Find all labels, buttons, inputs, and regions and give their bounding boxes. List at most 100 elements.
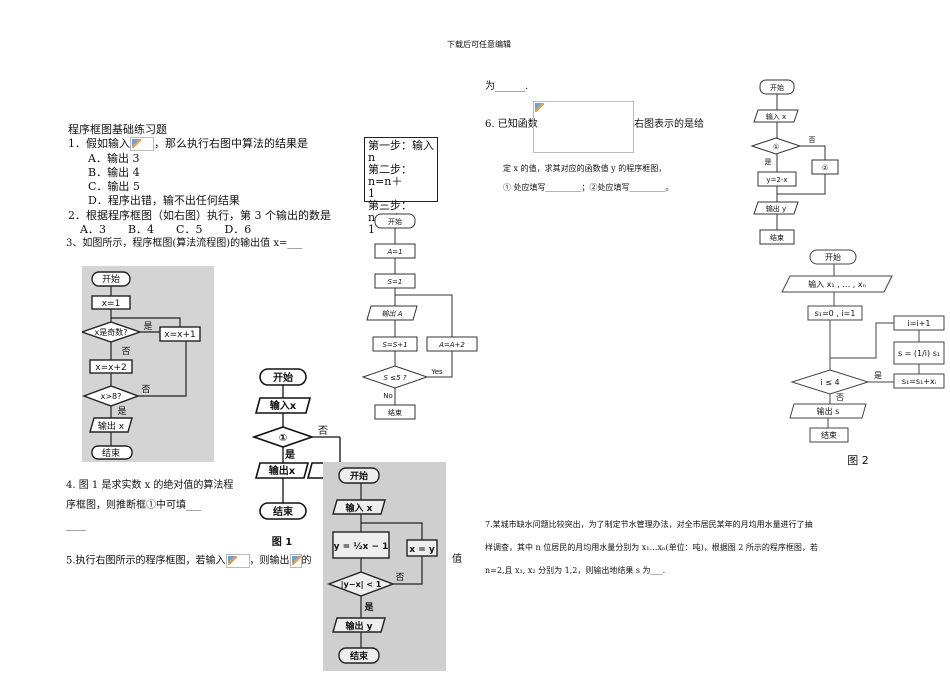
image-placeholder-icon — [289, 554, 302, 568]
q3-incr2-text: x=x+2 — [95, 363, 126, 373]
function-image-box — [533, 101, 634, 153]
image-placeholder-icon — [130, 137, 154, 151]
q5-continuation: 为______. — [485, 81, 529, 92]
fig2-init-box — [807, 305, 863, 321]
q1-option-a: A．输出 3 — [88, 152, 140, 165]
q3-init-text: x=1 — [102, 299, 121, 309]
q6-no-label: 否 — [809, 136, 816, 144]
q6-line3: ① 处应填写_________；②处应填写_________。 — [503, 183, 674, 192]
q6-flowchart: 开始 输入 x ① 否 是 ② y=2-x 输出 y 结束 — [750, 79, 839, 245]
q2-output-text: 输出 A — [381, 310, 402, 318]
q7-answer-blank: ___. — [650, 566, 666, 575]
q6-line2: 定 x 的值，求其对应的函数值 y 的程序框图， — [503, 164, 667, 173]
fig2-start-node — [809, 249, 857, 265]
fig1-output-text: 输出x — [269, 464, 296, 477]
q3-no-label: 否 — [121, 346, 130, 357]
fig2-flowchart: 开始 输入 x₁ , … , xₙ s₁=0 , i=1 i ≤ 4 是 否 输… — [781, 249, 945, 467]
q2-no-label: No — [383, 392, 393, 400]
q6-input-box — [753, 109, 799, 123]
page-header: 下载后可任意编辑 — [447, 40, 511, 49]
fig2-start-text: 开始 — [825, 252, 841, 262]
q5-mid: ，则输出 — [249, 555, 290, 567]
fig1-input-text: 输入x — [270, 399, 297, 412]
q5-assign-text: x = y — [409, 545, 435, 555]
fig2-input-text: 输入 x₁ , … , xₙ — [808, 279, 866, 289]
q2-yes-label: Yes — [430, 368, 443, 376]
step-1: 第一步：输入 n — [368, 139, 434, 164]
q2-end-text: 结束 — [388, 408, 402, 417]
q2-flowchart: 开始 A=1 S=1 输出 A S=S+1 A=A+2 S ≤5 ? Yes N… — [361, 213, 478, 420]
q5-start-node — [338, 467, 380, 484]
q1-option-c: C．输出 5 — [88, 180, 140, 193]
fig2-output-box — [789, 403, 867, 419]
q2-output-box — [366, 305, 418, 321]
q1-prefix: 1．假如输入 — [68, 137, 130, 150]
q6-prefix: 6. 已知函数 — [485, 119, 538, 130]
q6-output-box — [753, 201, 799, 215]
q2-ss-text: S=S+1 — [382, 341, 407, 349]
q5-start-text: 开始 — [350, 470, 368, 482]
q4-line1: 4. 图 1 是求实数 x 的绝对值的算法程 — [66, 480, 234, 491]
q5-flowchart: 开始 输入 x y = ½x − 1 x = y |y−x| < 1 否 是 输… — [327, 467, 438, 664]
fig1-end-text: 结束 — [273, 505, 294, 518]
fig2-end-text: 结束 — [821, 430, 837, 440]
fig2-end-node — [809, 427, 849, 443]
q6-assign-text: y=2-x — [766, 176, 787, 184]
step-3-cont: 1 — [368, 223, 375, 236]
question-5: 5.执行右图所示的程序框图，若输入，则输出的 — [66, 554, 312, 568]
q5-calc-text: y = ½x − 1 — [334, 541, 389, 552]
question-3: 3、如图所示，程序框图(算法流程图)的输出值 x=___ — [66, 238, 303, 249]
steps-box: 第一步：输入 n 第二步：n=n＋ 1 第三步：n=n＋ 1 — [364, 137, 438, 236]
q6-c1-text: ① — [773, 143, 779, 151]
fig1-input-box — [254, 397, 312, 414]
q6-yes-label: 是 — [765, 158, 772, 166]
q3-cond-text: x>8? — [101, 392, 122, 401]
q5-yes-label: 是 — [363, 602, 374, 613]
question-2: 2．根据程序框图（如右图）执行，第 3 个输出的数是 — [68, 209, 331, 222]
step-2-cont: 1 — [368, 187, 375, 200]
fig1-cond-text: ① — [279, 433, 287, 444]
q7-line1: 7.某城市缺水问题比较突出，为了制定节水管理办法，对全市居民某年的月均用水量进行… — [485, 520, 813, 529]
q3-yes-label: 是 — [143, 321, 152, 332]
q5-no-label: 否 — [395, 572, 404, 583]
q5-cond-text: |y−x| < 1 — [341, 580, 382, 589]
q7-line3: n=2,且 x₁, x₂ 分别为 1,2，则输出地结果 s 为___. — [485, 565, 665, 577]
q3-flowchart: 开始 x=1 x是奇数? 是 x=x+1 否 x=x+2 x>8? 否 是 输出… — [79, 271, 201, 460]
fig2-init-text: s₁=0 , i=1 — [815, 309, 856, 318]
q2-options: A．3 B．4 C．5 D．6 — [80, 223, 252, 236]
q2-cond-text: S ≤5 ? — [384, 374, 407, 382]
fig1-caption: 图 1 — [272, 536, 292, 547]
fig2-caption: 图 2 — [847, 454, 869, 467]
q3-end-node — [91, 445, 133, 460]
q5-end-text: 结束 — [350, 650, 369, 662]
q6-cond-decision — [750, 137, 802, 155]
q2-a1-text: A=1 — [386, 248, 402, 256]
q5-post: 的 — [301, 555, 312, 567]
fig1-output-box — [254, 462, 310, 479]
q5-input-box — [332, 499, 386, 515]
q3-no2-label: 否 — [141, 384, 150, 395]
q3-flowchart-photo: 开始 x=1 x是奇数? 是 x=x+1 否 x=x+2 x>8? 否 是 输出… — [79, 266, 214, 462]
fig2-yes-label: 是 — [874, 371, 882, 380]
fig2-acc-text: s₁=s₁+xᵢ — [902, 377, 936, 386]
q2-aa-text: A=A+2 — [438, 341, 465, 349]
fig1-yes-label: 是 — [284, 449, 295, 461]
q3-output-text: 输出 x — [98, 420, 125, 432]
q5-end-node — [338, 647, 380, 664]
q3-output-box — [89, 417, 133, 433]
q5-output-box — [332, 617, 386, 633]
image-placeholder-icon — [225, 554, 250, 568]
q7-line2: 样调查，其中 n 位居民的月均用水量分别为 x₁…xₙ(单位：吨)，根据图 2 … — [485, 543, 818, 552]
q5-output-text: 输出 y — [345, 620, 372, 632]
q4-line3: ____ — [66, 520, 86, 531]
q5-flowchart-photo: 开始 输入 x y = ½x − 1 x = y |y−x| < 1 否 是 输… — [323, 462, 446, 671]
image-placeholder-icon — [534, 102, 556, 114]
fig2-inc-text: i=i+1 — [908, 319, 931, 328]
q3-incr1-text: x=x+1 — [164, 330, 195, 340]
step-2: 第二步：n=n＋ — [368, 163, 412, 188]
q6-input-text: 输入 x — [766, 112, 786, 121]
q6-output-text: 输出 y — [766, 204, 786, 213]
fig2-output-text: 输出 s — [817, 406, 840, 416]
fig1-no-label: 否 — [318, 425, 328, 437]
q2-s1-text: S=1 — [388, 278, 403, 286]
